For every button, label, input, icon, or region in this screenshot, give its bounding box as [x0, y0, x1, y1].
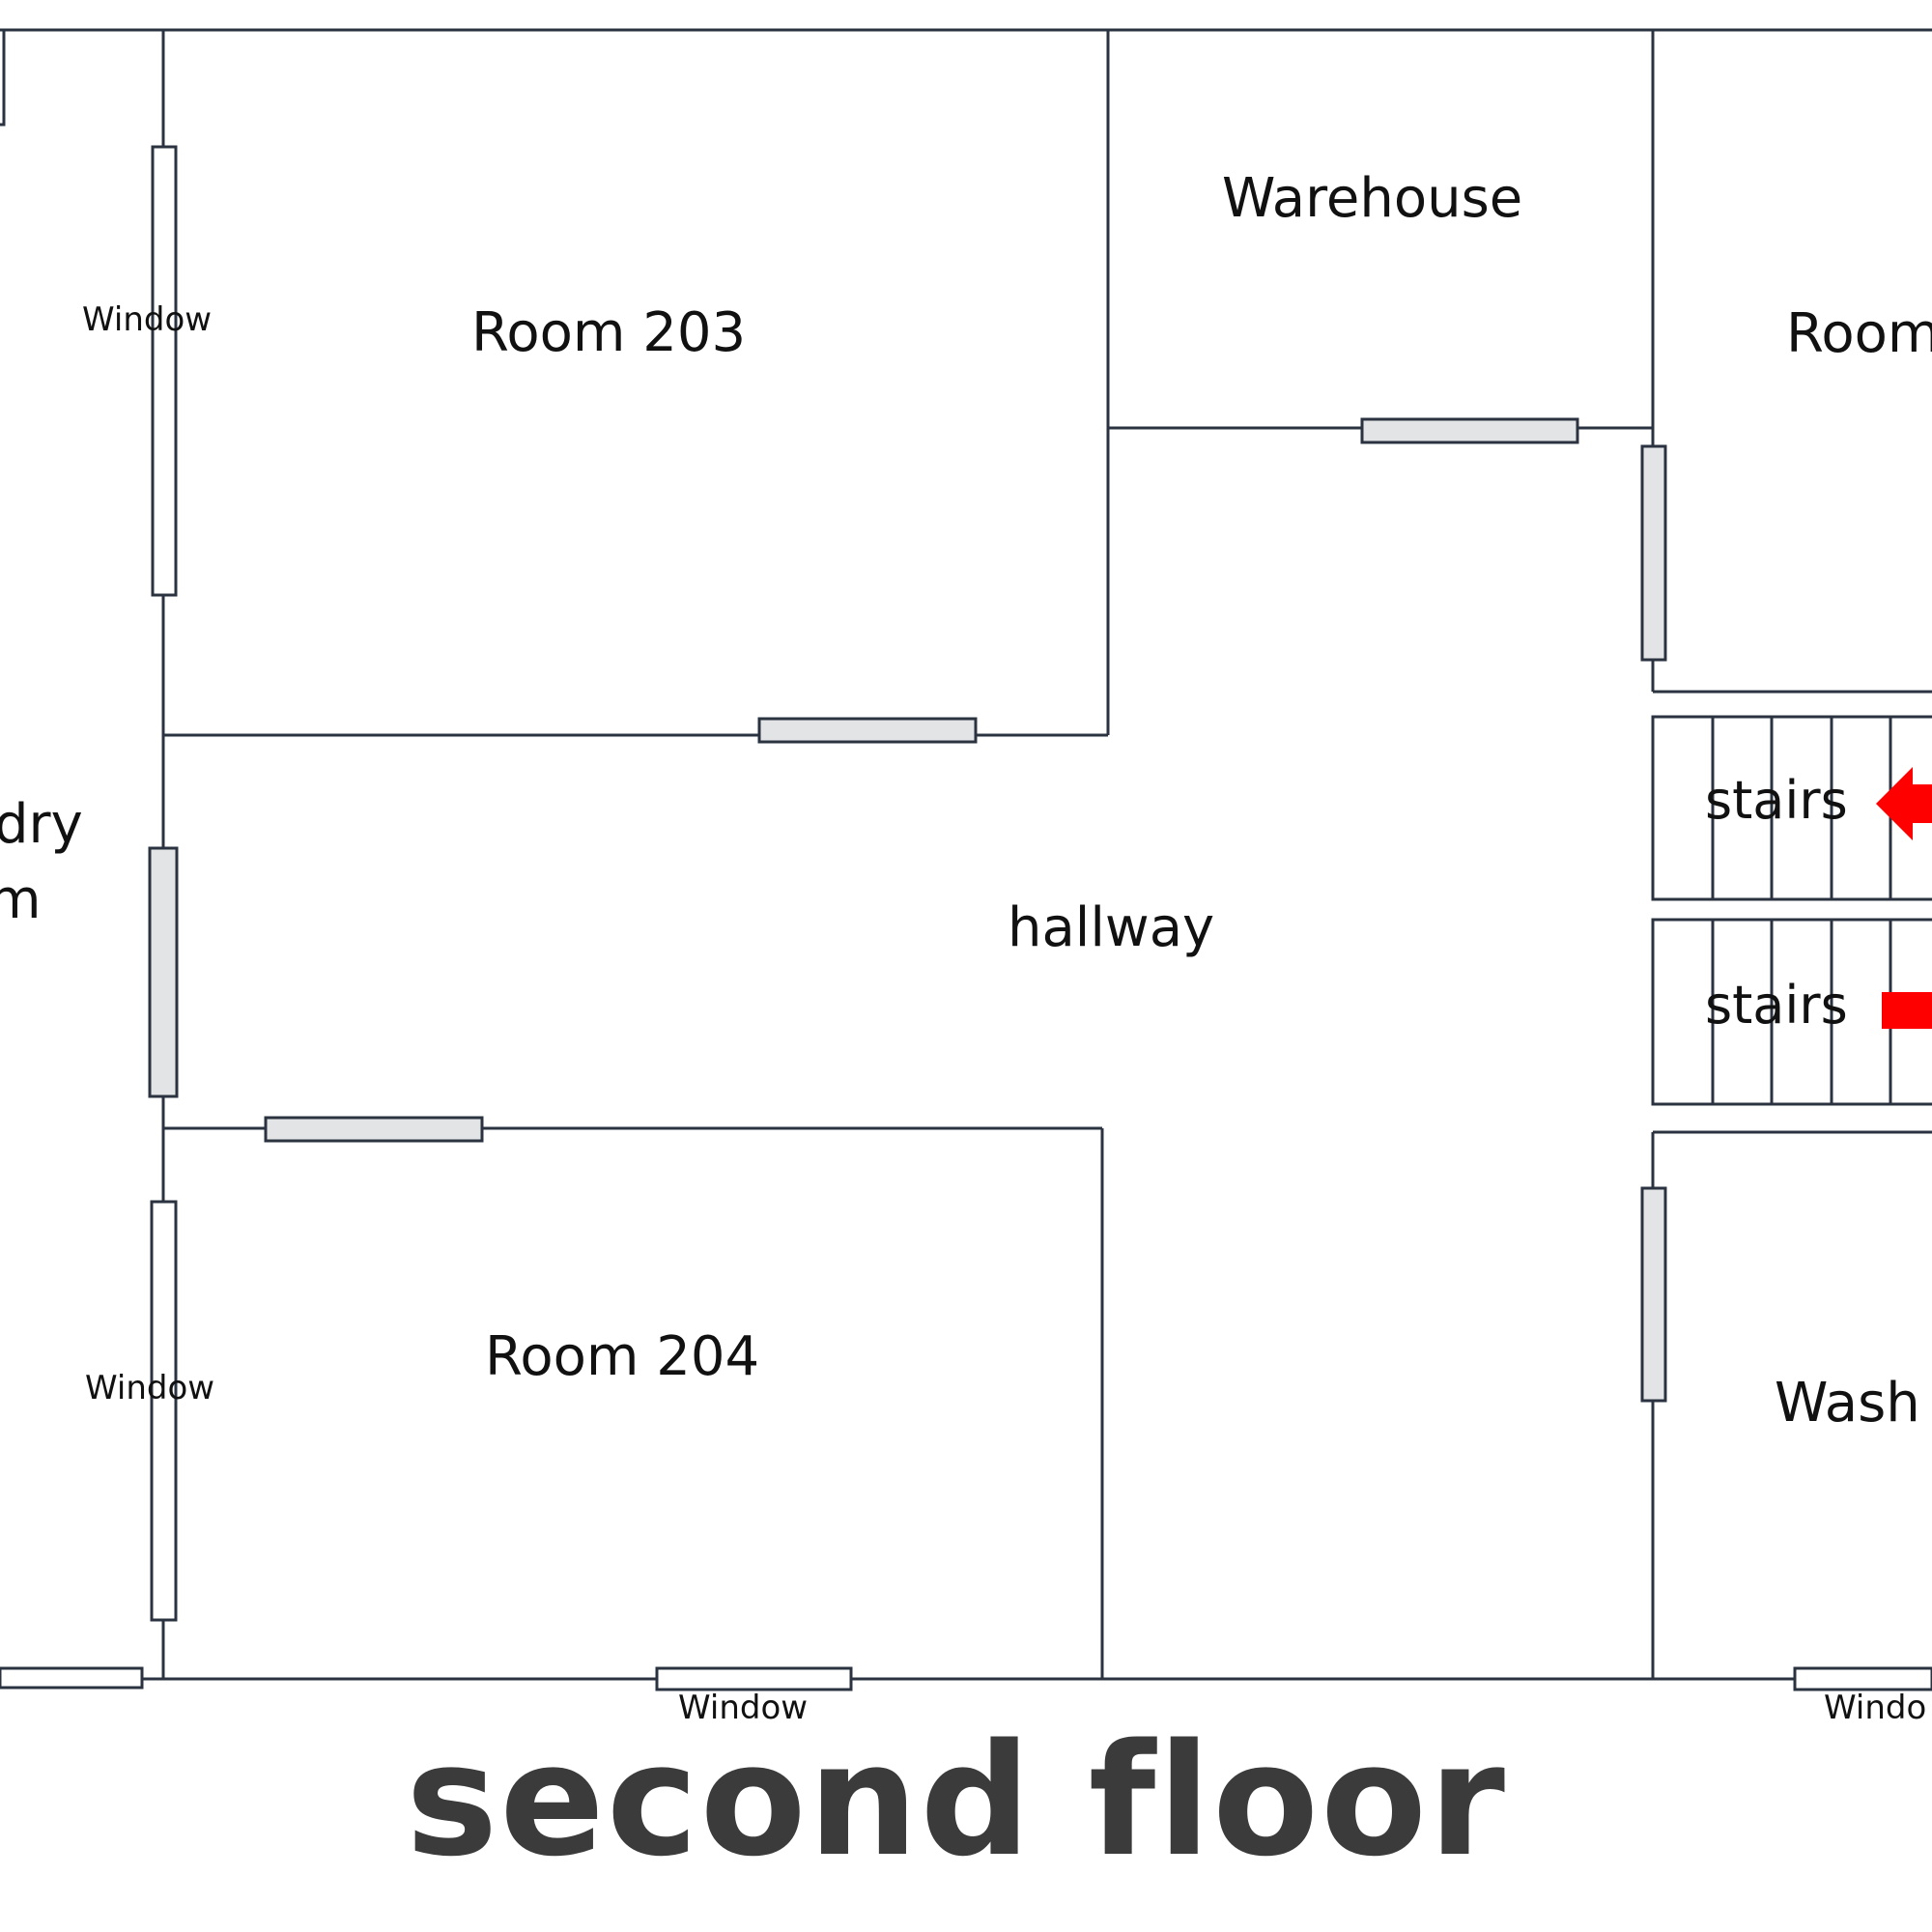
- room-label-room-right: Room: [1786, 302, 1932, 365]
- room-label-warehouse: Warehouse: [1222, 167, 1523, 230]
- window-bottom-left: [0, 1666, 144, 1690]
- arrow-left-icon: [1876, 767, 1932, 840]
- stairs-label-upper: stairs: [1705, 770, 1848, 831]
- window-label: Window: [85, 1369, 215, 1407]
- stairs-label-lower: stairs: [1705, 975, 1848, 1036]
- room-label-laundry-line1: dry: [0, 793, 83, 856]
- floor-title: second floor: [406, 1710, 1507, 1890]
- window-label: Windo: [1824, 1689, 1927, 1727]
- room-label-washroom: Wash: [1775, 1372, 1920, 1435]
- room-label-room204: Room 204: [485, 1325, 760, 1388]
- door-laundry[interactable]: [148, 846, 179, 1098]
- door-warehouse[interactable]: [1360, 417, 1579, 444]
- room-label-laundry-line2: m: [0, 868, 42, 931]
- window-room204-left: [150, 1200, 178, 1622]
- door-washroom[interactable]: [1640, 1186, 1667, 1403]
- window-washroom-bottom: [1793, 1666, 1932, 1691]
- wall-stub-topleft: [0, 30, 6, 127]
- room-label-room203: Room 203: [471, 301, 747, 364]
- door-room204[interactable]: [264, 1116, 484, 1143]
- window-label: Window: [678, 1689, 809, 1727]
- arrow-right-icon: [1882, 992, 1932, 1029]
- window-room203-left: [151, 145, 178, 597]
- window-label: Window: [82, 300, 213, 339]
- door-room203[interactable]: [757, 717, 978, 744]
- window-room204-bottom: [655, 1666, 853, 1691]
- door-room-right[interactable]: [1640, 444, 1667, 662]
- room-label-laundry: dry m: [0, 787, 83, 938]
- room-label-hallway: hallway: [1008, 896, 1215, 959]
